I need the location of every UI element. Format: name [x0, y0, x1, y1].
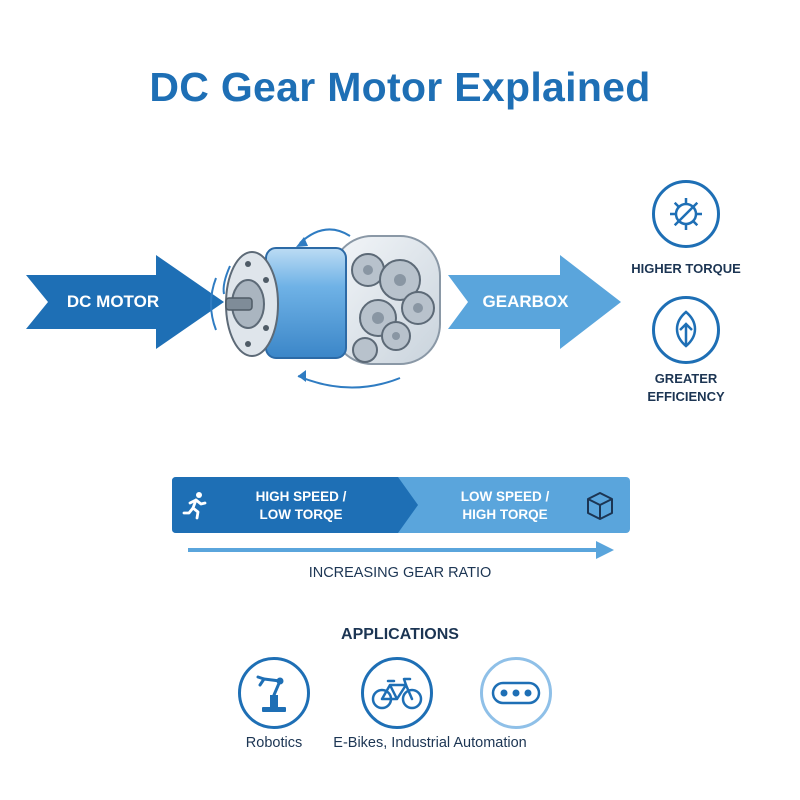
efficiency-icon-circle: [652, 296, 720, 364]
gearbox-arrow: [448, 255, 621, 349]
ebike-automation-label: E-Bikes, Industrial Automation: [333, 735, 527, 751]
applications-heading: APPLICATIONS: [341, 626, 459, 643]
efficiency-label-line1: GREATER: [654, 371, 718, 386]
leaf-arrow-icon: [675, 310, 697, 348]
dc-motor-label: DC MOTOR: [66, 292, 160, 311]
page-title: DC Gear Motor Explained: [149, 64, 651, 110]
higher-torque-icon-circle: [652, 180, 720, 248]
increasing-ratio-caption: INCREASING GEAR RATIO: [308, 565, 492, 581]
conveyor-icon: [491, 681, 541, 705]
robotics-icon-circle: [238, 657, 310, 729]
low-speed-line1: LOW SPEED /: [460, 489, 550, 504]
automation-icon-circle: [480, 657, 552, 729]
bicycle-icon: [371, 677, 423, 710]
running-person-icon: [182, 492, 207, 520]
robot-arm-icon: [256, 675, 286, 712]
ebike-icon-circle: [361, 657, 433, 729]
gearbox-label: GEARBOX: [482, 292, 569, 311]
robotics-label: Robotics: [245, 735, 303, 751]
box-icon: [587, 492, 613, 520]
gear-motor-illustration: [210, 228, 441, 389]
gear-wrench-icon: [670, 198, 702, 230]
high-speed-line2: LOW TORQE: [259, 507, 343, 522]
higher-torque-label: HIGHER TORQUE: [631, 261, 741, 276]
gear-ratio-bar: [172, 477, 630, 533]
efficiency-label-line2: EFFICIENCY: [647, 389, 725, 404]
dc-motor-arrow: [26, 255, 224, 349]
low-speed-line2: HIGH TORQE: [462, 507, 548, 522]
high-speed-line1: HIGH SPEED /: [255, 489, 347, 504]
increasing-ratio-arrow: [188, 541, 614, 559]
